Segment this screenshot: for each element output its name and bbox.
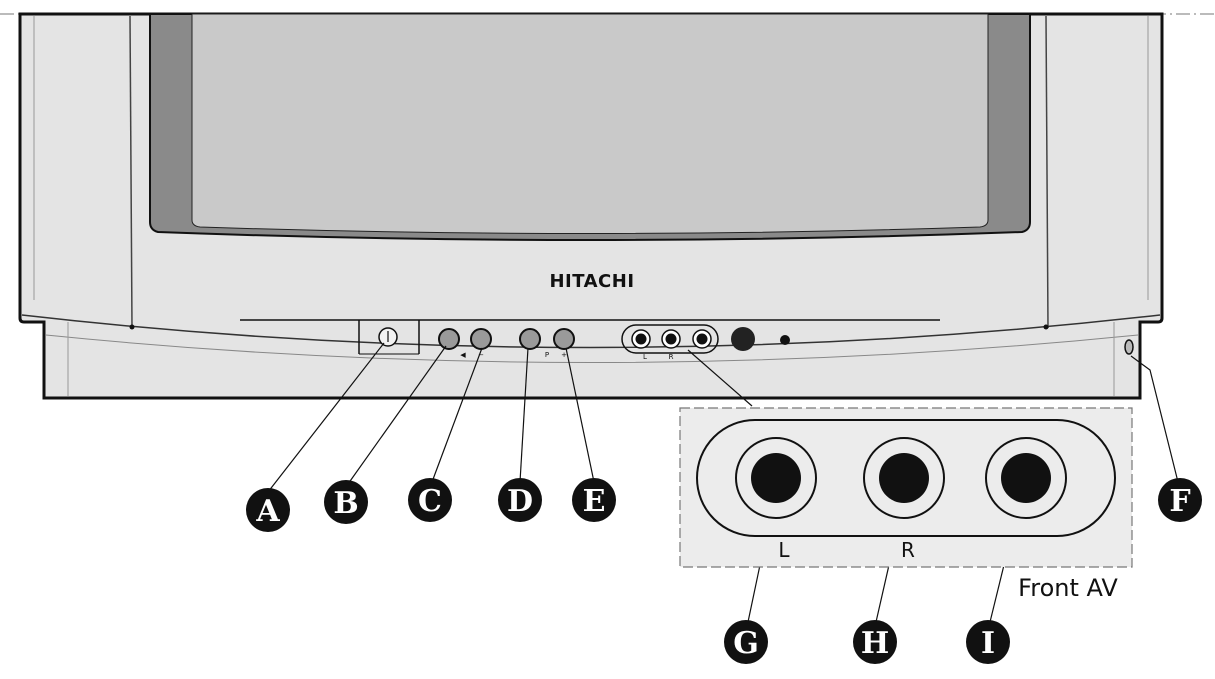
leader-e (565, 347, 595, 483)
callout-f-circle (1158, 478, 1202, 522)
callout-h: H (853, 620, 897, 664)
callout-i-label: I (981, 626, 995, 661)
av-label-right: R (901, 538, 915, 562)
screen-glass (191, 13, 989, 234)
av-jack-right[interactable] (879, 453, 929, 503)
program-p-mark: P (545, 351, 549, 359)
callout-e: E (572, 478, 616, 522)
leader-f (1130, 355, 1179, 483)
volume-mark: ◀ (460, 351, 466, 359)
program-down-button[interactable] (519, 328, 541, 350)
callout-d-circle (498, 478, 542, 522)
callout-c-label: C (418, 484, 442, 519)
small-jack-label-right: R (669, 353, 674, 361)
small-jack-video[interactable] (696, 333, 708, 345)
leader-d (519, 347, 529, 483)
callout-h-label: H (861, 626, 889, 661)
side-socket[interactable] (1124, 339, 1134, 355)
brand-logo: HITACHI (549, 271, 634, 292)
left-seam (129, 15, 133, 329)
right-corner-dot (1043, 324, 1049, 330)
volume-up-button[interactable] (470, 328, 492, 350)
bezel-curve-lower (45, 334, 1139, 363)
av-label-left: L (778, 538, 790, 562)
headphone-socket[interactable] (731, 327, 755, 351)
leader-b (347, 345, 447, 485)
volume-down-button[interactable] (438, 328, 460, 350)
callout-b-circle (324, 480, 368, 524)
callout-d: D (498, 478, 542, 522)
callout-i: I (966, 620, 1010, 664)
bezel-curve (21, 314, 1161, 349)
leader-c (431, 347, 483, 483)
left-corner-dot (129, 324, 135, 330)
callout-e-label: E (583, 484, 606, 519)
callout-b: B (324, 480, 368, 524)
callout-c-circle (408, 478, 452, 522)
tv-screen (149, 13, 1031, 241)
callout-g-circle (724, 620, 768, 664)
callout-g-label: G (733, 626, 759, 661)
front-av-caption: Front AV (1018, 574, 1118, 602)
minus-mark: − (478, 351, 484, 359)
leader-lines (267, 342, 1179, 623)
leader-inset (687, 349, 753, 407)
program-up-button[interactable] (553, 328, 575, 350)
callout-h-circle (853, 620, 897, 664)
leader-a (267, 342, 385, 493)
callout-a-label: A (255, 494, 280, 529)
callout-g: G (724, 620, 768, 664)
callout-f-label: F (1169, 484, 1190, 519)
small-jack-left[interactable] (635, 333, 647, 345)
right-seam (1045, 15, 1049, 329)
standby-indicator (780, 335, 790, 345)
callout-e-circle (572, 478, 616, 522)
control-panel: ◀ − P + L R (240, 319, 1134, 361)
callout-a-circle (246, 488, 290, 532)
small-jack-right[interactable] (665, 333, 677, 345)
callout-a: A (246, 488, 290, 532)
small-av-socket-frame (621, 324, 719, 354)
callout-c: C (408, 478, 452, 522)
callout-d-label: D (507, 484, 533, 519)
small-jack-label-left: L (643, 353, 647, 361)
av-jack-left[interactable] (751, 453, 801, 503)
callout-i-circle (966, 620, 1010, 664)
av-jack-video[interactable] (1001, 453, 1051, 503)
av-socket-frame (696, 419, 1116, 537)
front-av-inset: L R (679, 407, 1133, 568)
program-plus-mark: + (561, 351, 567, 359)
callout-b-label: B (333, 486, 358, 521)
callout-f: F (1158, 478, 1202, 522)
